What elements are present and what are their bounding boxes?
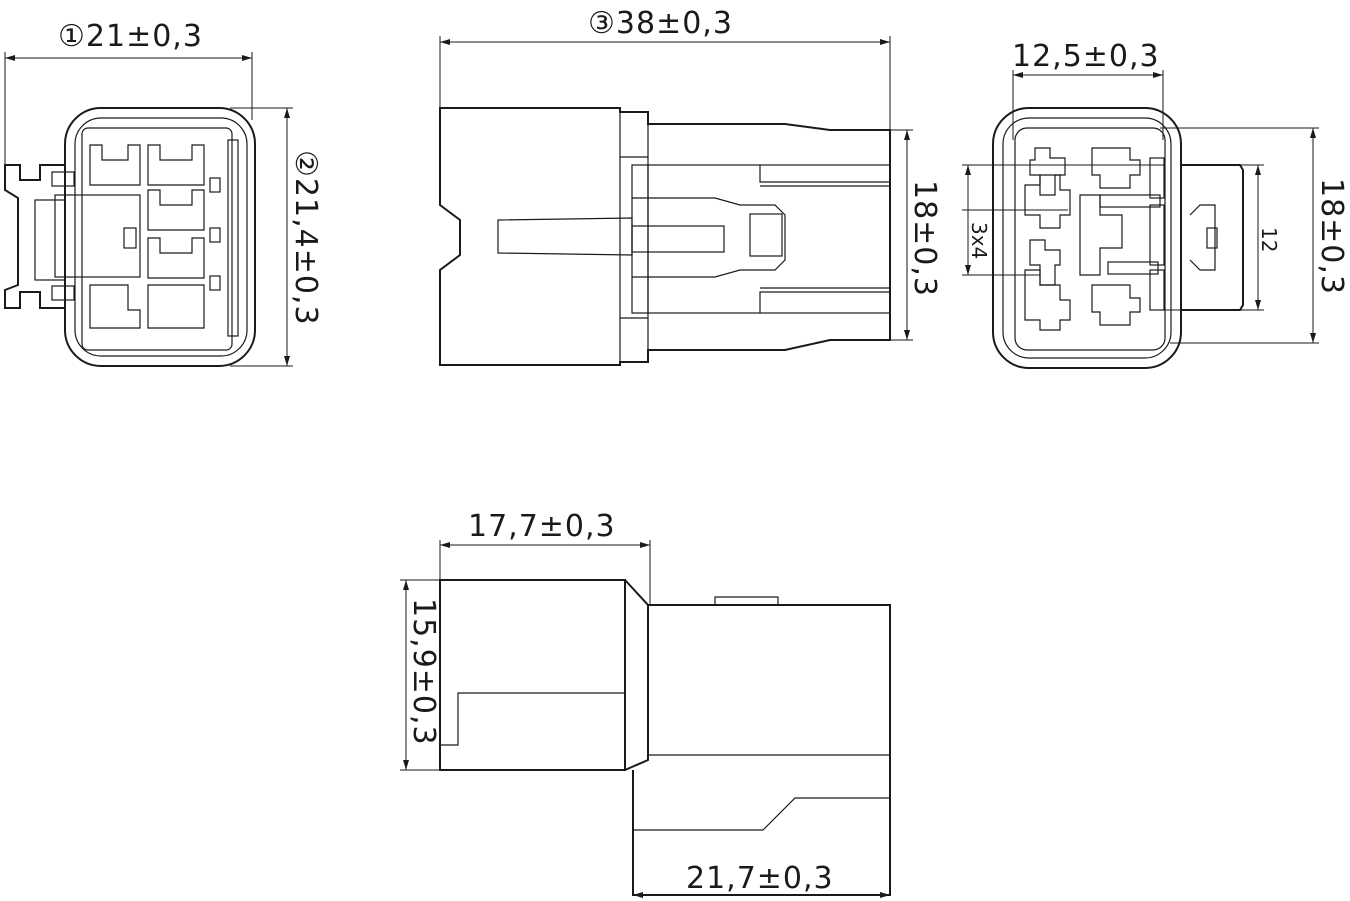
side-height-label: 18±0,3: [907, 180, 942, 297]
top-view: [400, 540, 891, 898]
side-view: [439, 36, 913, 366]
top-left-height-label: 15,9±0,3: [406, 598, 441, 746]
rear-inner-label: 12: [1257, 227, 1281, 252]
rear-height-label: 18±0,3: [1314, 178, 1349, 295]
top-right-length-label: 21,7±0,3: [686, 861, 834, 896]
front-height-label: ②21,4±0,3: [288, 150, 323, 326]
rear-width-label: 12,5±0,3: [1012, 39, 1160, 74]
top-left-length-label: 17,7±0,3: [468, 509, 616, 544]
rear-view: [962, 70, 1319, 369]
front-view: [4, 52, 293, 367]
rear-pitch-label: 3x4: [967, 222, 991, 259]
side-length-label: ③38±0,3: [588, 6, 733, 41]
front-width-label: ①21±0,3: [58, 19, 203, 54]
